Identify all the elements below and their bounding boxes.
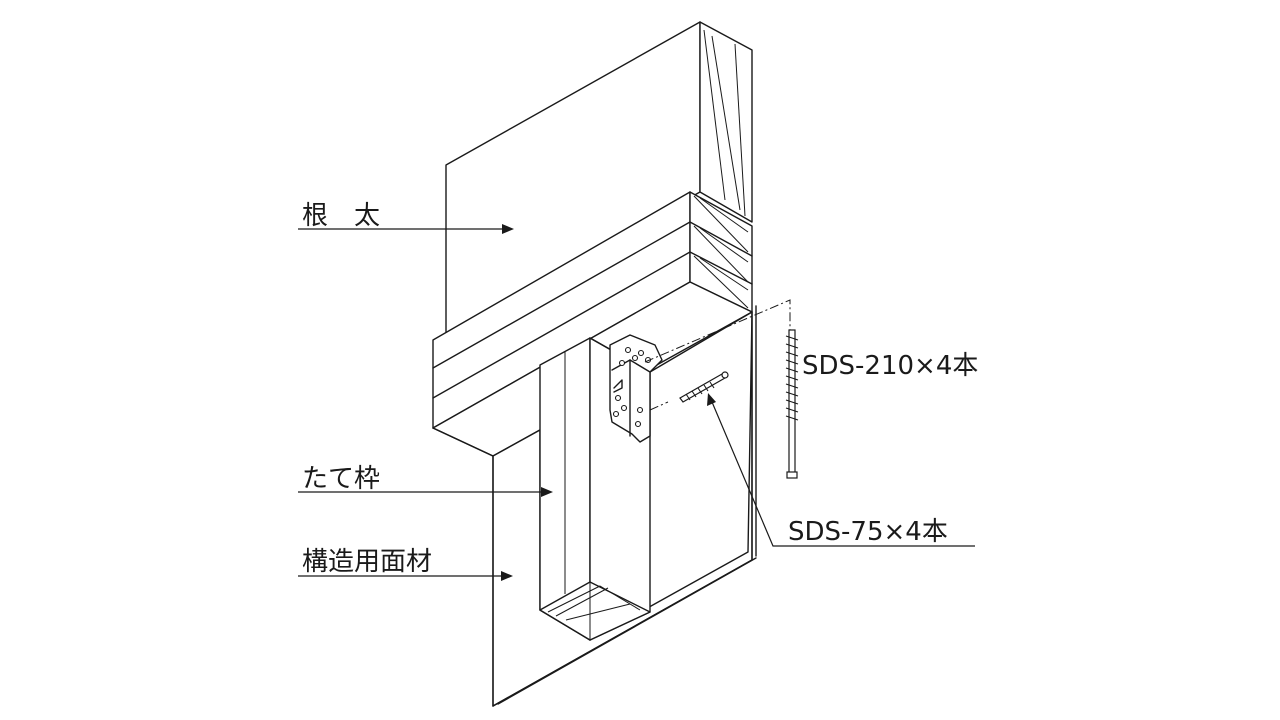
label-joist: 根 太 [302, 201, 380, 231]
joist [445, 21, 753, 336]
leader-stud [298, 487, 553, 497]
label-stud: たて枠 [302, 464, 380, 494]
label-screw-short: SDS-75×4本 [788, 517, 948, 547]
leader-joist [298, 224, 514, 234]
label-screw-long: SDS-210×4本 [802, 351, 978, 381]
screw-long [785, 329, 799, 479]
header-beam [432, 191, 753, 457]
label-sheathing: 構造用面材 [302, 547, 432, 577]
leader-screw-short [707, 393, 975, 547]
leader-sheathing [298, 571, 513, 581]
screw-short [679, 371, 729, 403]
alignment-lines [644, 299, 791, 411]
stud-bottom-end [539, 581, 651, 641]
metal-bracket [609, 334, 663, 443]
